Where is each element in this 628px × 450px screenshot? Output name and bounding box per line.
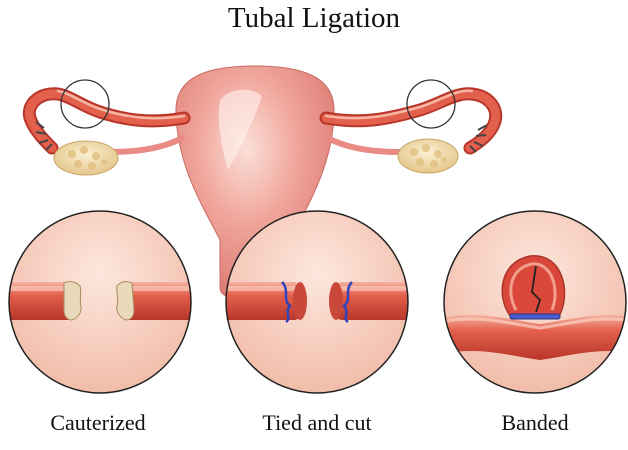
left-fallopian-tube [29, 91, 184, 150]
banded-detail [440, 211, 628, 393]
cauterized-tube-end-left [64, 282, 81, 320]
label-banded: Banded [445, 410, 625, 436]
cauterized-tube-end-right [117, 282, 134, 320]
cauterized-detail [0, 211, 214, 393]
right-ovary [398, 139, 458, 173]
left-ovary [54, 141, 118, 175]
ligation-band [510, 314, 560, 319]
tied-tube-stump-left [293, 282, 307, 320]
figure-title: Tubal Ligation [0, 2, 628, 35]
label-tied-and-cut: Tied and cut [227, 410, 407, 436]
tied-tube-stump-right [329, 282, 343, 320]
label-cauterized: Cauterized [8, 410, 188, 436]
